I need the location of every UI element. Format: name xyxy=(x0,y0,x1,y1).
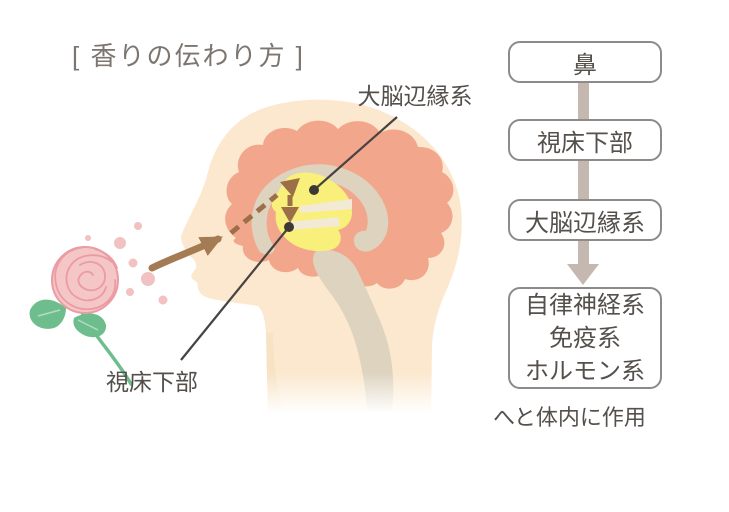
flow-line-immune: 免疫系 xyxy=(549,324,621,352)
flow-line-hormone: ホルモン系 xyxy=(525,357,645,385)
limbic-label: 大脳辺縁系 xyxy=(358,83,473,109)
limbic-callout-dot xyxy=(309,185,319,195)
flow-arrow-shaft xyxy=(578,238,589,265)
page-title: [ 香りの伝わり方 ] xyxy=(72,41,305,71)
dashed-arrowhead-down xyxy=(281,207,299,223)
scent-curved-arrow xyxy=(148,235,224,272)
limbic-slits xyxy=(288,199,352,230)
flow-box-hypothalamus-label: 視床下部 xyxy=(537,129,633,157)
flow-box-limbic: 大脳辺縁系 xyxy=(508,199,662,241)
hypothalamus-label: 視床下部 xyxy=(106,369,198,395)
hypothalamus-callout-dot xyxy=(284,222,294,232)
head-scent-illustration: 大脳辺縁系 視床下部 xyxy=(29,83,480,424)
flow-box-limbic-label: 大脳辺縁系 xyxy=(525,209,645,237)
rose-icon xyxy=(29,246,133,386)
dashed-arrowhead-up xyxy=(280,178,300,197)
flow-box-body-systems: 自律神経系 免疫系 ホルモン系 xyxy=(508,287,662,389)
flow-connector-2 xyxy=(578,158,589,201)
flow-line-autonomic: 自律神経系 xyxy=(525,291,645,319)
flow-box-hypothalamus: 視床下部 xyxy=(508,119,662,161)
flow-box-nose-label: 鼻 xyxy=(573,51,597,79)
flow-footer-text: へと体内に作用 xyxy=(493,405,646,430)
flow-box-nose: 鼻 xyxy=(508,41,662,83)
neck-fade xyxy=(235,372,480,424)
callouts: 大脳辺縁系 視床下部 xyxy=(106,83,473,395)
scent-dashed-line xyxy=(229,193,279,235)
flow-arrowhead-icon xyxy=(567,264,599,285)
scent-path-arrows xyxy=(148,178,300,272)
flow-connector-1 xyxy=(578,80,589,121)
scent-dots xyxy=(85,222,168,305)
